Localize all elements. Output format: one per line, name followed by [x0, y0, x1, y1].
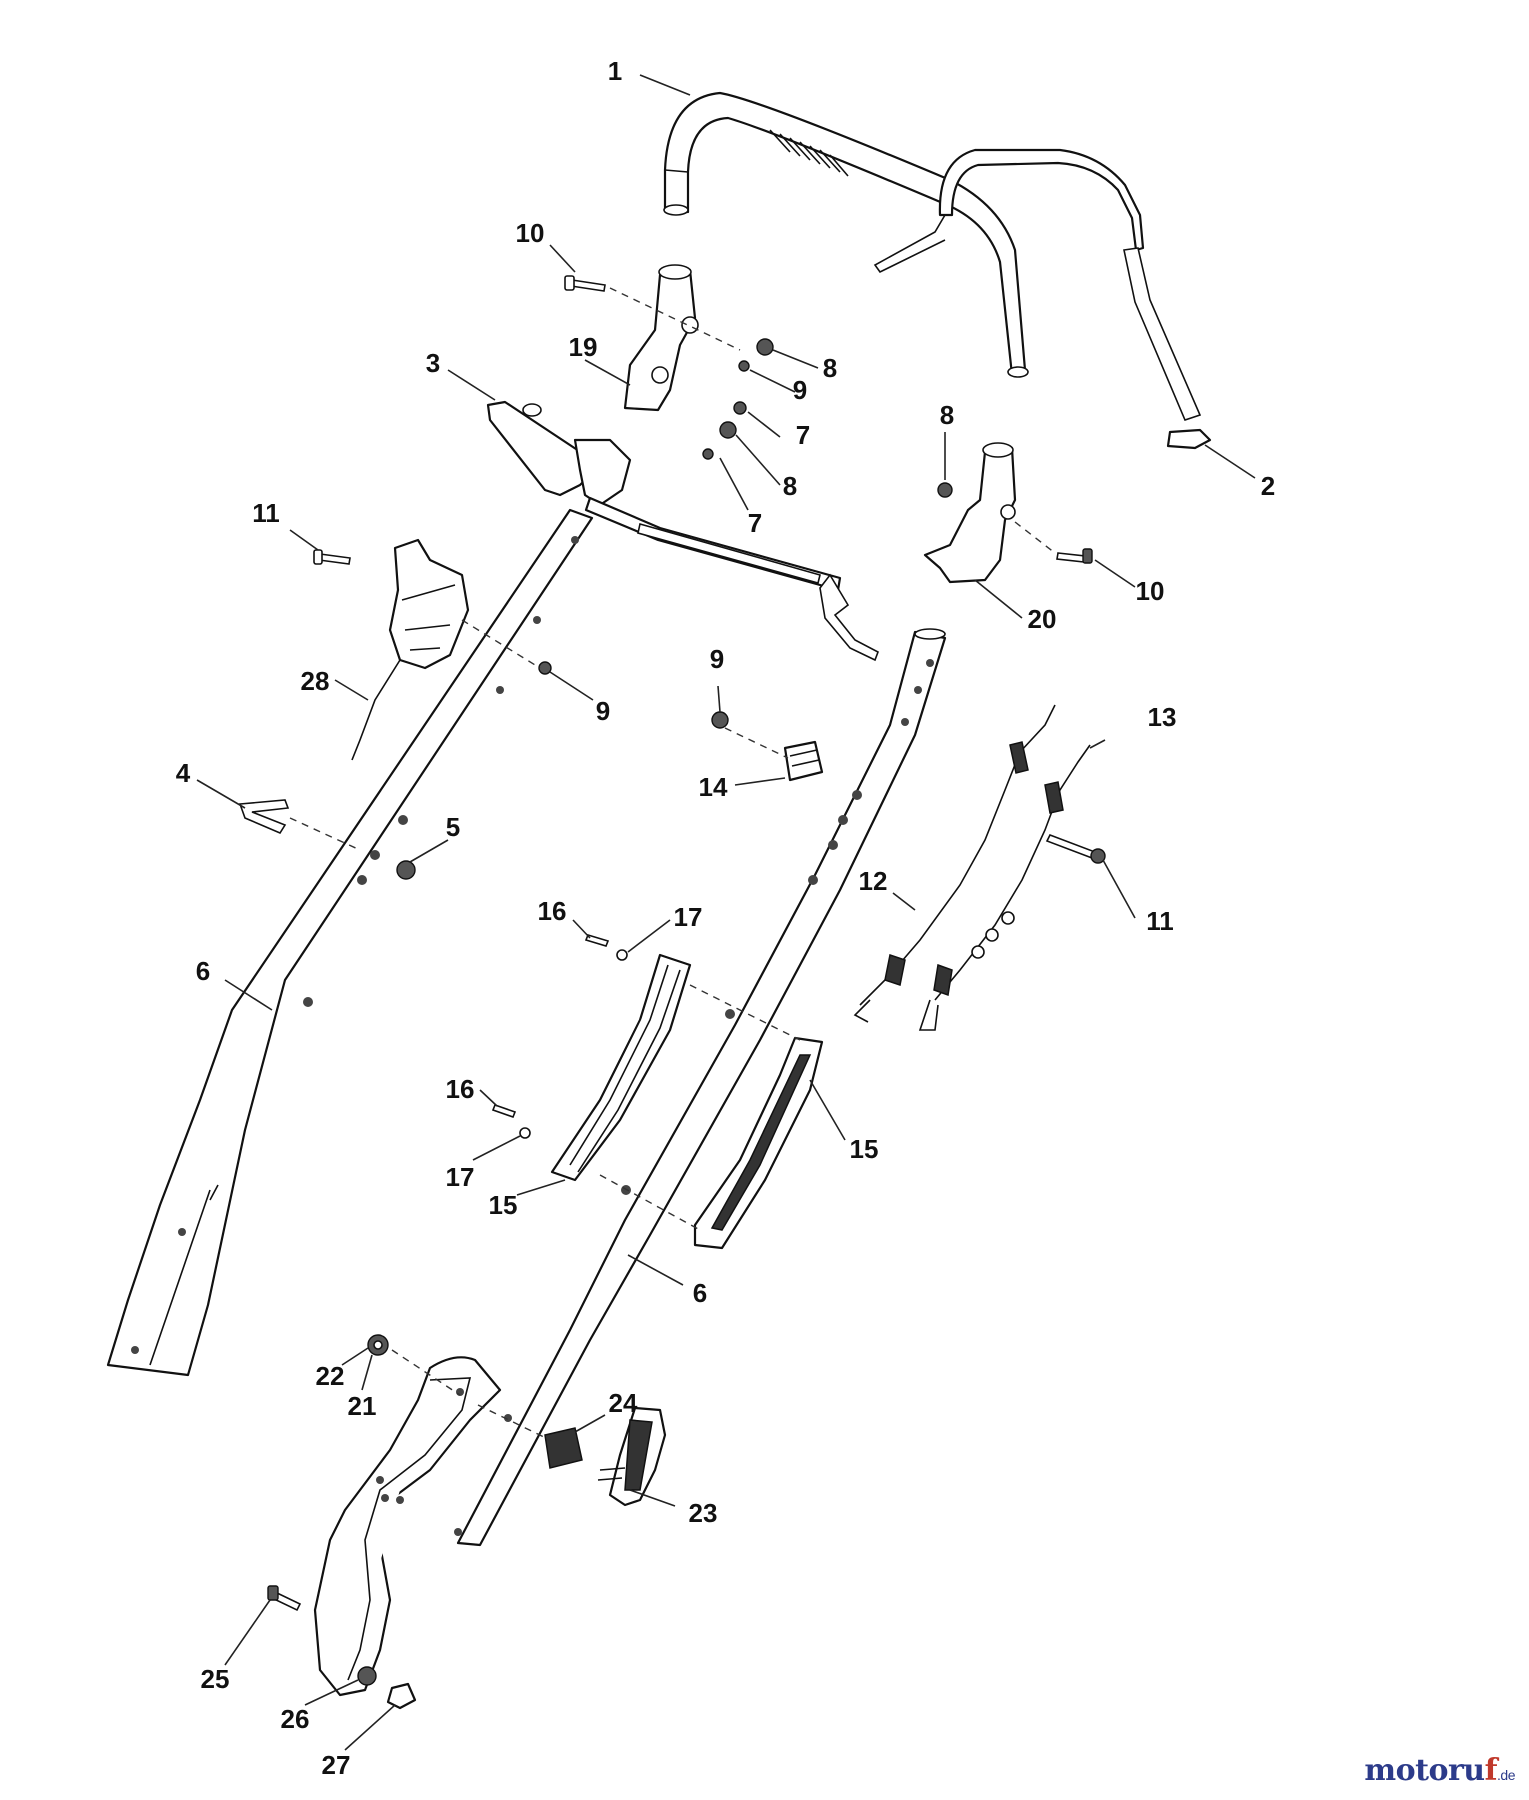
motoruf-logo: motoruf.de: [1364, 1753, 1515, 1788]
callout-11-right: 11: [1146, 906, 1174, 936]
callout-6-left: 6: [196, 956, 210, 986]
callout-10-right: 10: [1136, 576, 1165, 606]
callout-1: 1: [608, 56, 622, 86]
control-cable-13: [918, 744, 1091, 1031]
callout-9-top: 9: [793, 375, 807, 405]
callout-16-upper: 16: [538, 896, 567, 926]
cable-guide-left: [550, 953, 692, 1182]
callout-21: 21: [348, 1391, 377, 1421]
callout-28: 28: [301, 666, 330, 696]
callout-5: 5: [446, 812, 460, 842]
callout-7-upper: 7: [796, 420, 810, 450]
callout-15-left: 15: [489, 1190, 518, 1220]
left-handle-bracket: [623, 264, 699, 412]
cable-guide-right: [693, 1036, 824, 1250]
callout-23: 23: [689, 1498, 718, 1528]
callout-16-lower: 16: [446, 1074, 475, 1104]
knob-insert: [544, 1427, 583, 1469]
throttle-control: [351, 538, 470, 761]
bail-bar: [873, 148, 1212, 450]
callout-27: 27: [322, 1750, 351, 1780]
callout-14: 14: [699, 772, 728, 802]
hardware: [267, 275, 1106, 1710]
alignment-lines: [289, 287, 1056, 1441]
callout-22: 22: [316, 1361, 345, 1391]
callout-8-right: 8: [940, 400, 954, 430]
callout-17-lower: 17: [446, 1162, 475, 1192]
callout-9-left: 9: [596, 696, 610, 726]
callout-11-left: 11: [252, 498, 280, 528]
callout-24: 24: [609, 1388, 638, 1418]
callout-7-lower: 7: [748, 508, 762, 538]
lower-handle-tube-left: [106, 508, 594, 1377]
control-cable-12: [853, 704, 1056, 1023]
lower-handle-tube-right: [454, 628, 947, 1547]
height-adjust-bracket: [313, 1356, 502, 1697]
callout-20: 20: [1028, 604, 1057, 634]
right-handle-bracket: [923, 442, 1017, 584]
callout-9-mid: 9: [710, 644, 724, 674]
callout-15-right: 15: [850, 1134, 879, 1164]
cable-clip: [238, 799, 290, 835]
callout-26: 26: [281, 1704, 310, 1734]
callout-10-top: 10: [516, 218, 545, 248]
callout-17-upper: 17: [674, 902, 703, 932]
callout-13: 13: [1148, 702, 1177, 732]
callout-labels: 1 2 3 4 5 6 6 7 7 8 8 8 9 9 9 10 10 11 1…: [176, 56, 1275, 1780]
callout-25: 25: [201, 1664, 230, 1694]
callout-19: 19: [569, 332, 598, 362]
callout-12: 12: [859, 866, 888, 896]
callout-2: 2: [1261, 471, 1275, 501]
cable-guide-bracket: [486, 400, 879, 662]
handle-grip: [769, 129, 849, 177]
upper-handle-bar: [663, 91, 1029, 378]
callout-6-right: 6: [693, 1278, 707, 1308]
callout-4: 4: [176, 758, 191, 788]
callout-8-mid: 8: [783, 471, 797, 501]
leader-lines: [196, 74, 1256, 1751]
callout-3: 3: [426, 348, 440, 378]
callout-8-top: 8: [823, 353, 837, 383]
adjustment-knob: [597, 1406, 667, 1507]
cable-clip-block: [783, 740, 824, 782]
